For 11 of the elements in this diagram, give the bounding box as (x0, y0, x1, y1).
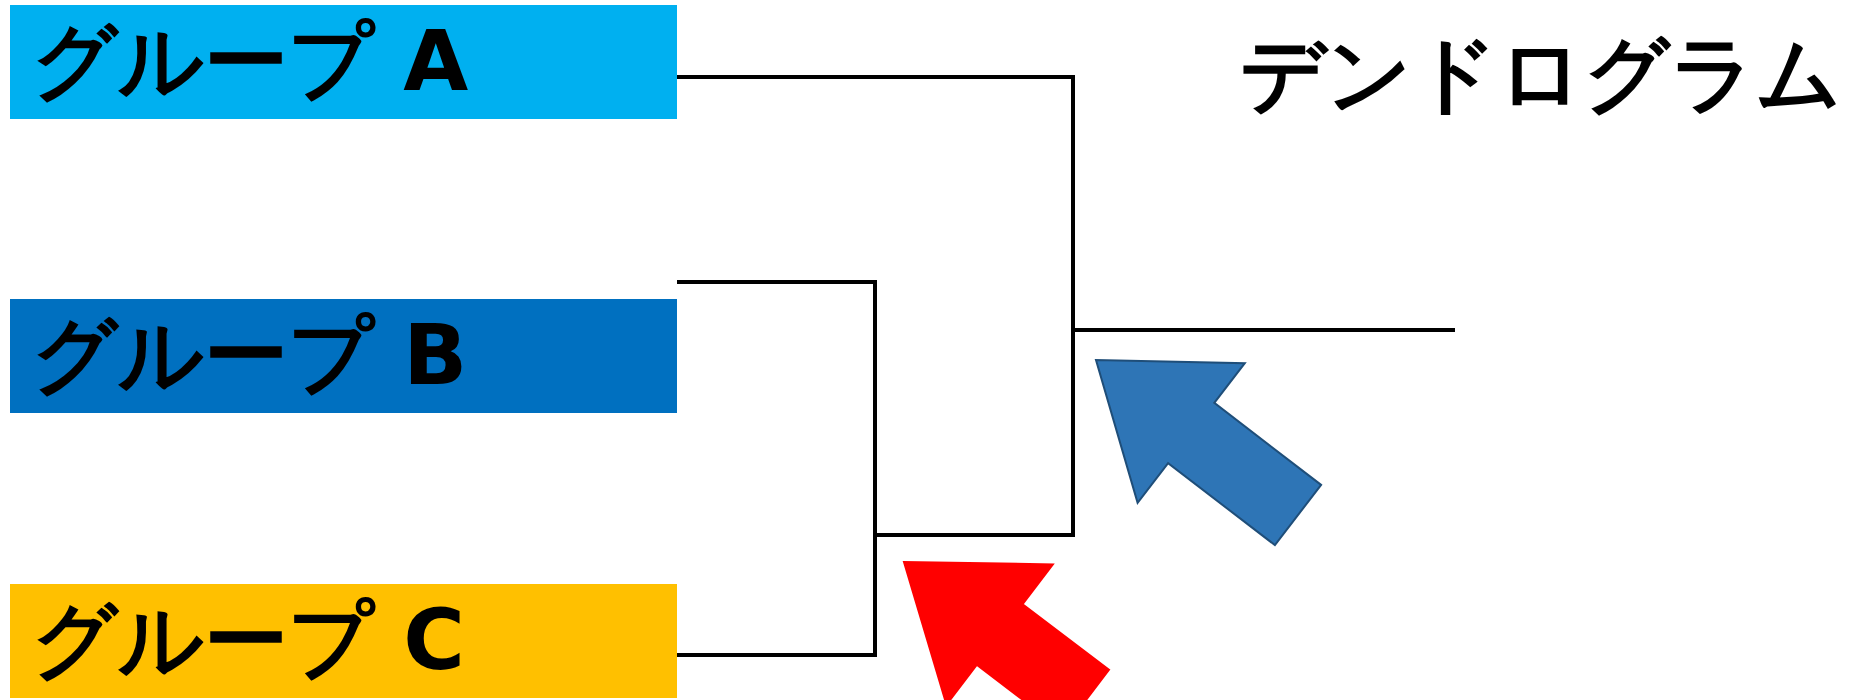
connector-line (677, 75, 1073, 79)
connector-line (677, 280, 875, 284)
title: デンドログラム (1240, 24, 1842, 125)
group-box: グループ C (10, 584, 677, 698)
block-arrow (1094, 358, 1323, 547)
group-box: グループ B (10, 299, 677, 413)
connector-line (677, 653, 875, 657)
group-box: グループ A (10, 5, 677, 119)
connector-line (1073, 328, 1455, 332)
block-arrow (902, 560, 1111, 700)
connector-line (875, 533, 1073, 537)
